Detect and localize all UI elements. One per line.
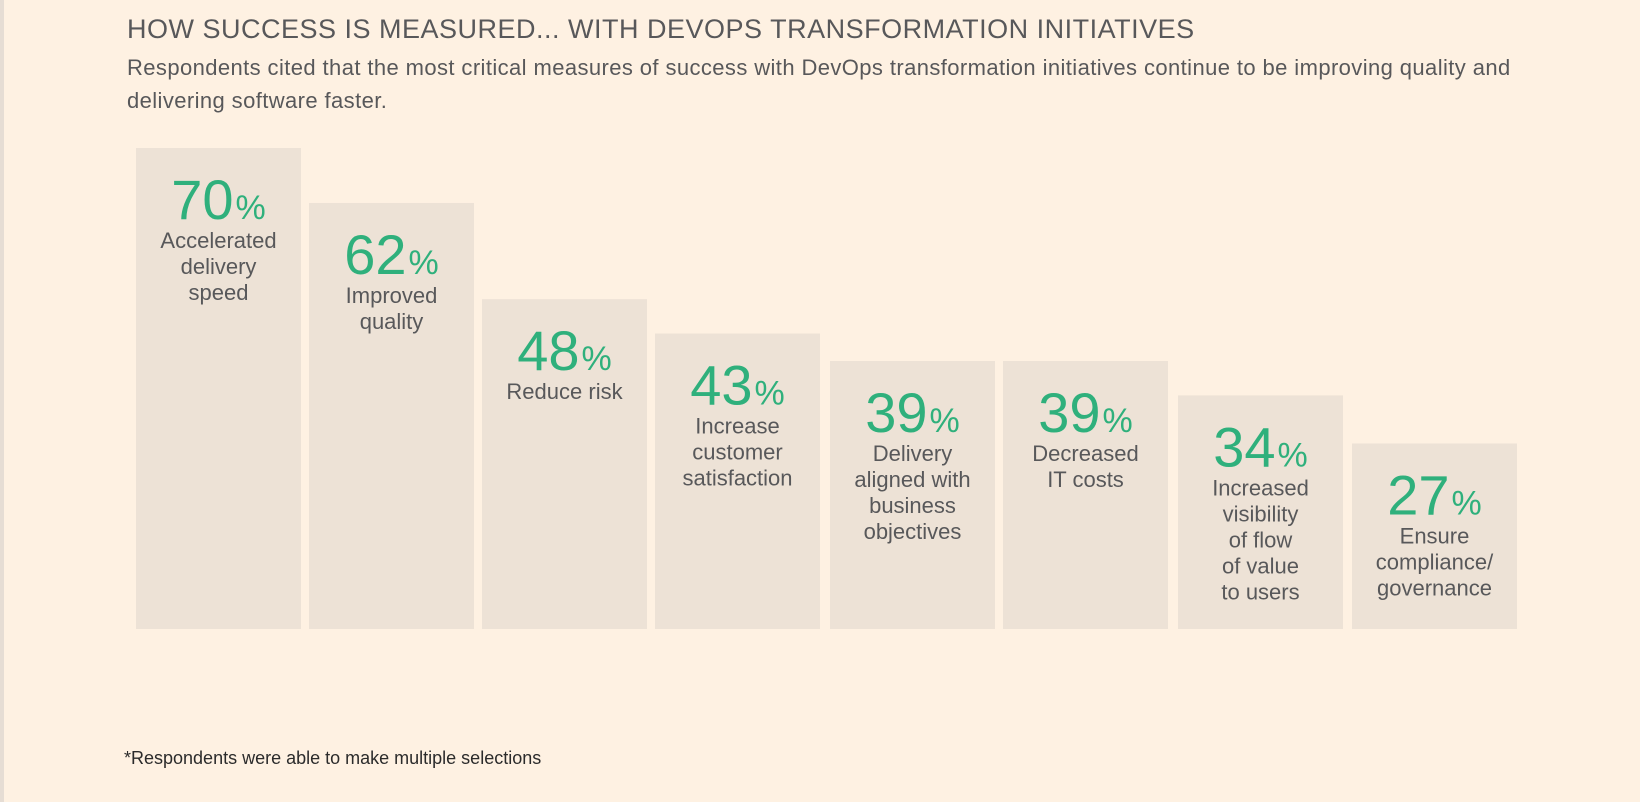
bar-value-unit: % [930, 402, 960, 440]
bar-category-line: Accelerated [160, 228, 276, 253]
bar-value-unit: % [582, 340, 612, 378]
bar-category-line: quality [360, 309, 424, 334]
bar-category-line: governance [1377, 575, 1492, 600]
bar-category-line: customer [692, 440, 782, 465]
bar-value-number: 70 [171, 168, 233, 231]
bar-value-number: 39 [865, 381, 927, 444]
bar-value-label: 27% [1387, 463, 1482, 526]
bar-value-unit: % [1278, 436, 1308, 474]
bar-value-number: 39 [1038, 381, 1100, 444]
bar-value-label: 34% [1213, 415, 1308, 478]
bar-category-line: Reduce risk [506, 379, 623, 404]
bar-value-label: 39% [865, 381, 960, 444]
bar-value-unit: % [755, 375, 785, 413]
bar-category-line: speed [189, 280, 249, 305]
bar [482, 299, 647, 629]
bar-category-line: IT costs [1047, 467, 1124, 492]
bar [309, 202, 474, 629]
bar [136, 148, 301, 629]
bar-category-line: to users [1221, 579, 1299, 604]
bar-category-line: satisfaction [682, 466, 792, 491]
bar-value-label: 43% [690, 354, 785, 417]
footnote: *Respondents were able to make multiple … [124, 748, 542, 768]
left-border [0, 0, 4, 802]
bar-value-unit: % [1452, 484, 1482, 522]
bar-value-unit: % [236, 189, 266, 227]
bar-value-unit: % [409, 244, 439, 282]
bar-value-number: 48 [517, 319, 579, 382]
bar-value-label: 48% [517, 319, 612, 382]
page-title: HOW SUCCESS IS MEASURED... WITH DEVOPS T… [127, 14, 1195, 44]
bar-group: 48%Reduce risk [482, 299, 647, 629]
bar-category-line: compliance/ [1376, 549, 1494, 574]
bar-value-label: 62% [344, 223, 439, 286]
bar-category-line: business [869, 493, 956, 518]
bar-category-line: objectives [864, 519, 962, 544]
bar-category-line: Increased [1212, 475, 1309, 500]
bar-value-label: 70% [171, 168, 266, 231]
bar-category-line: delivery [181, 254, 257, 279]
bar-category-line: Increase [695, 414, 779, 439]
bar-category-line: visibility [1223, 501, 1299, 526]
bar-category-line: aligned with [854, 467, 970, 492]
bar [655, 333, 820, 629]
bar-category-line: Ensure [1400, 523, 1470, 548]
bar [1352, 443, 1517, 629]
bar-value-number: 62 [344, 223, 406, 286]
bar-value-label: 39% [1038, 381, 1133, 444]
bar [830, 361, 995, 629]
bar-category-line: Delivery [873, 441, 952, 466]
bar-category-label: Reduce risk [506, 379, 623, 404]
bar [1178, 395, 1343, 629]
bar-category-line: of value [1222, 553, 1299, 578]
bar-value-unit: % [1103, 402, 1133, 440]
bar-category-line: Decreased [1032, 441, 1138, 466]
bar-category-line: of flow [1229, 527, 1293, 552]
bar-value-number: 27 [1387, 463, 1449, 526]
bar-category-line: Improved [346, 283, 438, 308]
bar [1003, 361, 1168, 629]
page-subtitle: Respondents cited that the most critical… [127, 55, 1511, 113]
bar-value-number: 43 [690, 354, 752, 417]
bar-value-number: 34 [1213, 415, 1275, 478]
